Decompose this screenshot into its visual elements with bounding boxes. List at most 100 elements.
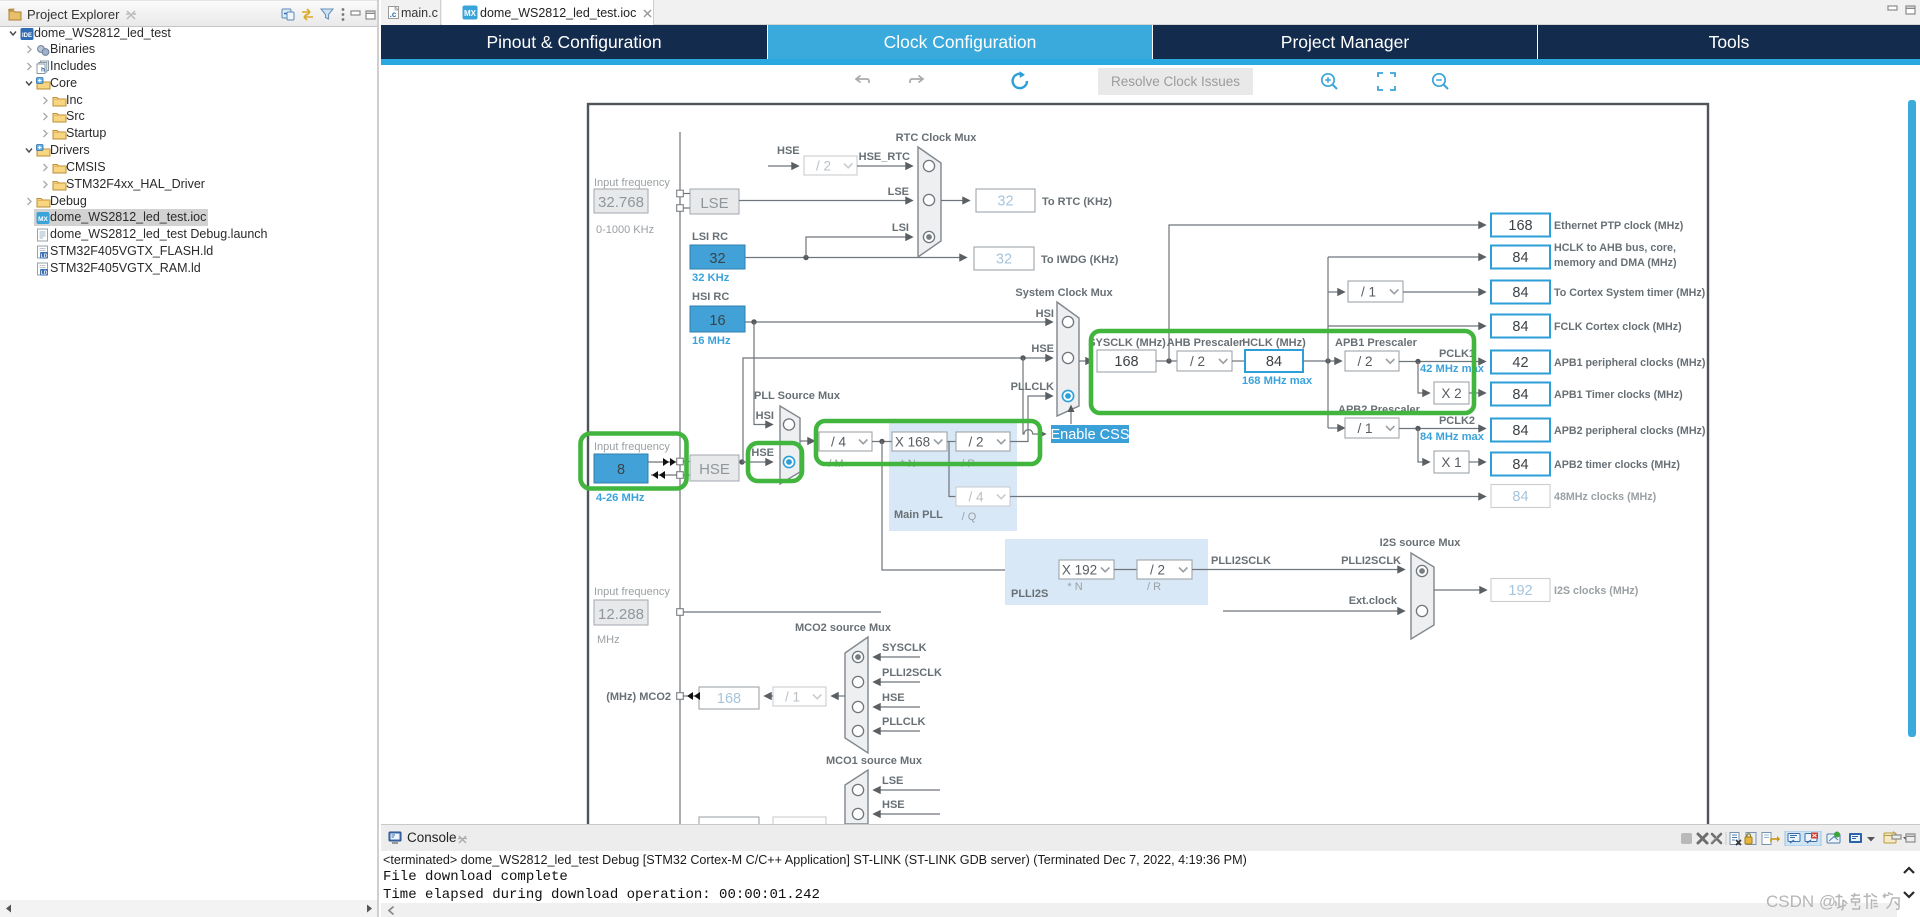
svg-text:FCLK Cortex clock (MHz): FCLK Cortex clock (MHz) — [1554, 321, 1682, 333]
svg-text:PLLI2SCLK: PLLI2SCLK — [882, 667, 942, 679]
svg-text:Enable CSS: Enable CSS — [1051, 427, 1130, 443]
svg-text:AHB Prescaler: AHB Prescaler — [1167, 337, 1244, 349]
svg-text:8: 8 — [617, 462, 625, 478]
svg-text:HCLK to AHB bus, core,: HCLK to AHB bus, core, — [1554, 242, 1676, 254]
svg-text:memory and DMA (MHz): memory and DMA (MHz) — [1554, 257, 1677, 269]
svg-text:MX: MX — [38, 216, 48, 223]
svg-text:SYSCLK (MHz): SYSCLK (MHz) — [1088, 337, 1166, 349]
svg-text:MCO1 source Mux: MCO1 source Mux — [826, 755, 923, 767]
svg-text:PCLK1: PCLK1 — [1439, 348, 1475, 360]
svg-text:Input frequency: Input frequency — [594, 177, 670, 189]
svg-text:84: 84 — [1512, 319, 1528, 335]
svg-text:84: 84 — [1266, 354, 1282, 370]
svg-text:X 1: X 1 — [1441, 455, 1461, 470]
svg-text:HCLK (MHz): HCLK (MHz) — [1242, 337, 1306, 349]
svg-text:To RTC (KHz): To RTC (KHz) — [1042, 196, 1112, 208]
svg-text:APB2 peripheral clocks (MHz): APB2 peripheral clocks (MHz) — [1554, 425, 1706, 437]
svg-text:32 KHz: 32 KHz — [692, 272, 730, 284]
svg-text:MHz: MHz — [597, 634, 620, 646]
svg-text:/ 1: / 1 — [1357, 421, 1372, 436]
svg-text:84 MHz max: 84 MHz max — [1420, 431, 1485, 443]
svg-text:I2S clocks (MHz): I2S clocks (MHz) — [1554, 585, 1639, 597]
svg-text:LD: LD — [41, 254, 48, 260]
svg-text:/ 2: / 2 — [1190, 354, 1205, 369]
svg-text:16: 16 — [709, 313, 725, 329]
svg-text:MCO2 source Mux: MCO2 source Mux — [795, 622, 892, 634]
svg-text:IDE: IDE — [22, 33, 32, 39]
svg-text:/ 1: / 1 — [785, 690, 800, 705]
svg-text:Main PLL: Main PLL — [894, 509, 943, 521]
svg-text:To IWDG (KHz): To IWDG (KHz) — [1041, 254, 1119, 266]
svg-text:X 192: X 192 — [1062, 563, 1097, 578]
svg-text:PLLCLK: PLLCLK — [882, 716, 925, 728]
svg-text:84: 84 — [1512, 457, 1528, 473]
svg-text:System Clock Mux: System Clock Mux — [1015, 287, 1113, 299]
svg-text:16 MHz: 16 MHz — [692, 335, 731, 347]
svg-text:HSE_RTC: HSE_RTC — [859, 151, 910, 163]
svg-text:192: 192 — [1508, 583, 1532, 599]
svg-text:/ 2: / 2 — [1150, 563, 1165, 578]
svg-text:/ Q: / Q — [962, 511, 977, 523]
svg-text:(MHz) MCO2: (MHz) MCO2 — [606, 691, 671, 703]
svg-text:32: 32 — [709, 251, 725, 267]
svg-text:84: 84 — [1512, 387, 1528, 403]
svg-text:LSI: LSI — [892, 222, 909, 234]
svg-text:APB1 Timer clocks (MHz): APB1 Timer clocks (MHz) — [1554, 389, 1683, 401]
svg-text:PLLI2S: PLLI2S — [1011, 588, 1048, 600]
svg-text:32: 32 — [997, 194, 1013, 210]
svg-text:84: 84 — [1512, 489, 1528, 505]
svg-text:HSE: HSE — [1031, 343, 1054, 355]
svg-text:/ 2: / 2 — [968, 435, 983, 450]
svg-text:HSE: HSE — [751, 447, 774, 459]
svg-text:4-26 MHz: 4-26 MHz — [596, 492, 645, 504]
svg-text:HSI: HSI — [756, 410, 774, 422]
svg-text:HSE: HSE — [699, 461, 730, 478]
svg-text:LSE: LSE — [882, 775, 903, 787]
svg-text:APB1 peripheral clocks (MHz): APB1 peripheral clocks (MHz) — [1554, 357, 1706, 369]
svg-text:I2S source Mux: I2S source Mux — [1380, 537, 1462, 549]
svg-text:/ 4: / 4 — [831, 435, 847, 450]
svg-text:PLLCLK: PLLCLK — [1011, 381, 1054, 393]
svg-text:Input frequency: Input frequency — [594, 586, 670, 598]
svg-text:X 168: X 168 — [895, 435, 930, 450]
svg-text:32.768: 32.768 — [598, 194, 644, 211]
svg-text:LSE: LSE — [700, 195, 728, 212]
svg-text:42: 42 — [1512, 355, 1528, 371]
svg-text:84: 84 — [1512, 285, 1528, 301]
svg-text:84: 84 — [1512, 423, 1528, 439]
svg-text:/ 4: / 4 — [968, 490, 984, 505]
svg-text:h: h — [41, 67, 45, 74]
svg-text:PCLK2: PCLK2 — [1439, 415, 1475, 427]
svg-text:/ 1: / 1 — [1361, 285, 1376, 300]
svg-text:48MHz clocks (MHz): 48MHz clocks (MHz) — [1554, 491, 1657, 503]
svg-text:HSE: HSE — [882, 692, 905, 704]
svg-text:12.288: 12.288 — [598, 606, 644, 623]
svg-text:APB2 timer clocks (MHz): APB2 timer clocks (MHz) — [1554, 459, 1680, 471]
svg-text:APB1 Prescaler: APB1 Prescaler — [1335, 337, 1418, 349]
svg-text:HSI: HSI — [1036, 308, 1054, 320]
svg-text:84: 84 — [1512, 250, 1528, 266]
svg-text:LSE: LSE — [888, 186, 909, 198]
svg-text:PLLI2SCLK: PLLI2SCLK — [1341, 555, 1401, 567]
svg-text:168: 168 — [717, 691, 741, 707]
svg-text:HSI RC: HSI RC — [692, 291, 729, 303]
svg-text:SYSCLK: SYSCLK — [882, 642, 927, 654]
svg-text:Input frequency: Input frequency — [594, 441, 670, 453]
svg-text:LSI RC: LSI RC — [692, 231, 728, 243]
svg-text:/ 2: / 2 — [1357, 354, 1372, 369]
svg-text:168: 168 — [1114, 354, 1138, 370]
svg-text:X 2: X 2 — [1441, 386, 1461, 401]
svg-text:PLLI2SCLK: PLLI2SCLK — [1211, 555, 1271, 567]
svg-text:/ 2: / 2 — [816, 159, 831, 174]
svg-text:168 MHz max: 168 MHz max — [1242, 375, 1313, 387]
svg-text:42 MHz max: 42 MHz max — [1420, 363, 1485, 375]
svg-text:RTC Clock Mux: RTC Clock Mux — [896, 132, 978, 144]
svg-text:Ethernet PTP clock (MHz): Ethernet PTP clock (MHz) — [1554, 220, 1684, 232]
svg-text:HSE: HSE — [777, 145, 800, 157]
svg-text:32: 32 — [996, 252, 1012, 268]
svg-text:HSE: HSE — [882, 799, 905, 811]
svg-text:* N: * N — [1067, 581, 1082, 593]
svg-text:LD: LD — [41, 271, 48, 277]
svg-text:MX: MX — [464, 9, 477, 18]
svg-text:To Cortex System timer (MHz): To Cortex System timer (MHz) — [1554, 287, 1706, 299]
